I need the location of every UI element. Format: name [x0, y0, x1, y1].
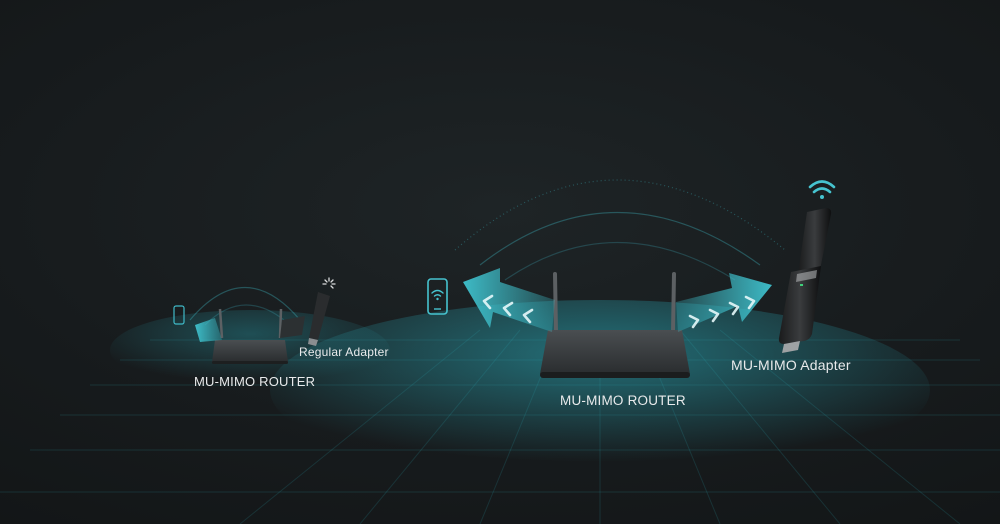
mumimo-adapter-label: MU-MIMO Adapter: [731, 357, 851, 373]
mumimo-adapter: [778, 208, 832, 353]
regular-adapter-label: Regular Adapter: [299, 345, 389, 359]
arrow-to-adapter: [676, 273, 772, 332]
phone-wifi-icon: [427, 278, 448, 315]
main-router: [540, 272, 690, 378]
wifi-icon: [808, 180, 836, 199]
small-arrow-right-dark: [280, 316, 305, 338]
regular-adapter: [308, 292, 330, 346]
main-router-label: MU-MIMO ROUTER: [560, 393, 686, 408]
loading-spinner-icon: [322, 277, 336, 289]
floor-grid: [0, 300, 1000, 524]
arrow-to-phone: [463, 268, 555, 332]
phone-wifi-icon: [173, 305, 185, 325]
small-router-label: MU-MIMO ROUTER: [194, 374, 316, 389]
small-router: [212, 308, 288, 364]
small-arrow-left: [195, 318, 222, 342]
